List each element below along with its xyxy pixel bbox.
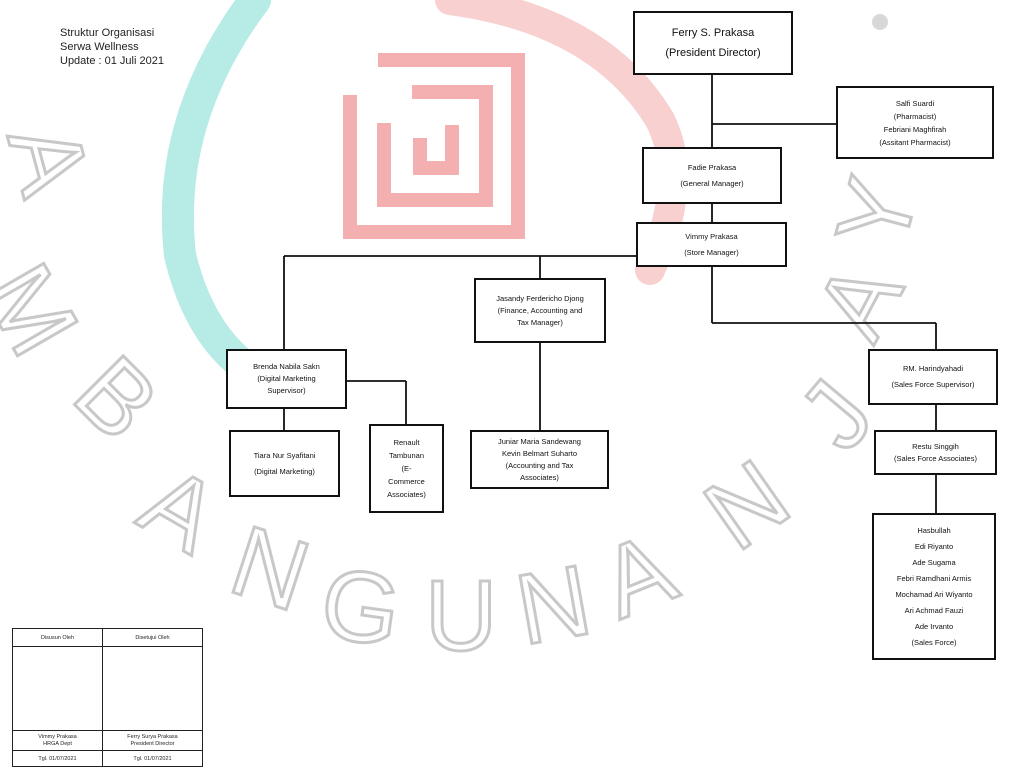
node-name: Ferry S. Prakasa [671,27,755,39]
signature-name: Ferry Surya Prakasa [127,733,178,740]
sales-force-member: Edi Riyanto [914,541,954,551]
sales-force-member: Ade Sugama [912,557,956,567]
node-name: RM. Harindyahadi [902,364,964,373]
node-line: Juniar Maria Sandewang [498,436,581,446]
node-line: Associates) [520,472,559,482]
signature-title: HRGA Dept [43,740,72,747]
node-digital-marketing-supervisor: Brenda Nabila Sakn (Digital Marketing Su… [226,349,347,409]
signature-name: Vimmy Prakasa [38,733,77,740]
sales-force-member: Mochamad Ari Wiyanto [895,589,973,599]
sales-force-member: Hasbullah [917,525,951,535]
signature-name-block: Vimmy Prakasa HRGA Dept [13,731,102,751]
sales-force-member: Febri Ramdhani Armis [896,573,972,583]
node-line: (Assitant Pharmacist) [879,137,951,147]
node-president-director: Ferry S. Prakasa (President Director) [633,11,793,75]
node-store-manager: Vimmy Prakasa (Store Manager) [636,222,787,267]
node-role: (President Director) [665,47,761,59]
node-role: Tax Manager) [517,317,563,327]
signature-column-approved: Disetujui Oleh Ferry Surya Prakasa Presi… [103,629,202,766]
node-general-manager: Fadie Prakasa (General Manager) [642,147,782,204]
signature-space [13,647,102,731]
node-ecommerce-associates: Renault Tambunan (E- Commerce Associates… [369,424,444,513]
header-update-date: Update : 01 Juli 2021 [60,55,164,67]
signature-table: Disusun Oleh Vimmy Prakasa HRGA Dept Tgl… [12,628,203,767]
node-role: Supervisor) [267,386,306,395]
node-line: Renault [393,438,420,447]
sales-force-member: Ade Irvanto [914,621,954,631]
node-name: Vimmy Prakasa [685,231,738,241]
signature-header: Disetujui Oleh [103,629,202,647]
node-line: (Pharmacist) [893,111,937,121]
node-line: Kevin Belmart Suharto [501,448,578,458]
node-line: Commerce [388,477,425,486]
node-role: (Store Manager) [684,247,739,257]
node-line: Febriani Maghfirah [883,124,947,134]
node-name: Restu Singgih [912,441,959,451]
node-line: (E- [401,464,412,473]
node-line: Tambunan [388,451,425,460]
node-role: (Sales Force Associates) [894,453,977,463]
node-role: (Digital Marketing [257,374,316,383]
header-title: Struktur Organisasi [60,27,155,39]
chart-header: Struktur Organisasi Serwa Wellness Updat… [60,26,164,68]
node-sales-force-associates: Restu Singgih (Sales Force Associates) [874,430,997,475]
node-role: (Digital Marketing) [254,466,315,476]
signature-date: Tgl. 01/07/2021 [38,755,77,762]
node-role: (Sales Force Supervisor) [891,380,975,389]
node-finance-manager: Jasandy Ferdericho Djong (Finance, Accou… [474,278,606,343]
header-company: Serwa Wellness [60,41,139,53]
signature-title: President Director [130,740,175,747]
signature-column-prepared: Disusun Oleh Vimmy Prakasa HRGA Dept Tgl… [13,629,103,766]
node-line: (Accounting and Tax [505,460,574,470]
node-name: Brenda Nabila Sakn [253,362,320,371]
sales-force-member: Ari Achmad Fauzi [904,605,964,615]
node-digital-marketing: Tiara Nur Syafitani (Digital Marketing) [229,430,340,497]
node-sales-force: Hasbullah Edi Riyanto Ade Sugama Febri R… [872,513,996,660]
signature-header: Disusun Oleh [13,629,102,647]
node-name: Tiara Nur Syafitani [253,450,316,460]
node-line: Associates) [387,490,426,499]
node-accounting-associates: Juniar Maria Sandewang Kevin Belmart Suh… [470,430,609,489]
node-line: Salfi Suardi [895,98,935,108]
signature-space [103,647,202,731]
node-role: (Finance, Accounting and [497,305,583,315]
node-sales-force-supervisor: RM. Harindyahadi (Sales Force Supervisor… [868,349,998,405]
signature-name-block: Ferry Surya Prakasa President Director [103,731,202,751]
node-role: (General Manager) [680,178,744,188]
node-name: Jasandy Ferdericho Djong [496,293,584,303]
node-pharmacist: Salfi Suardi (Pharmacist) Febriani Maghf… [836,86,994,159]
signature-date: Tgl. 01/07/2021 [133,755,172,762]
node-name: Fadie Prakasa [687,162,737,172]
node-role: (Sales Force) [911,637,957,647]
